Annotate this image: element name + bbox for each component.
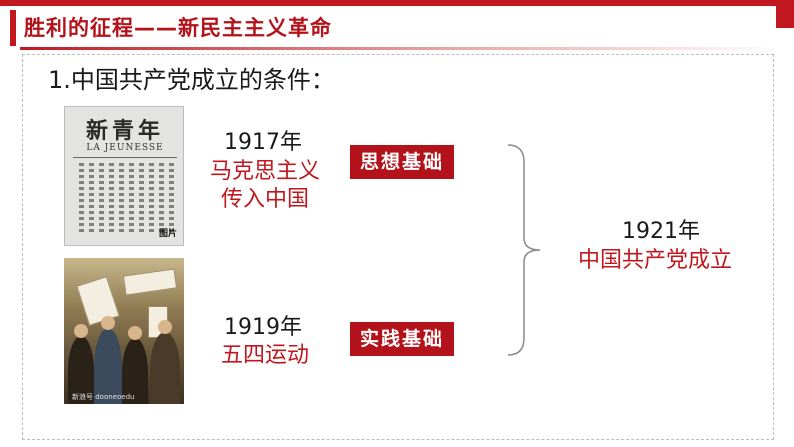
- event-marxism-line2: 传入中国: [220, 187, 309, 212]
- magazine-subtitle: LA JEUNESSE: [86, 143, 164, 153]
- tag-practical-foundation: 实践基础: [350, 322, 455, 356]
- text-column: [129, 163, 134, 233]
- text-column: [99, 163, 104, 233]
- text-column: [169, 163, 174, 233]
- crowd-head: [74, 324, 88, 338]
- may-fourth-movement-image: [64, 258, 184, 404]
- crowd-head: [158, 320, 172, 334]
- crowd-head: [128, 326, 142, 340]
- crowd-figure: [122, 338, 148, 404]
- year-1917: 1917年: [224, 130, 302, 155]
- image-watermark: 新浪号 dooneoedu: [72, 393, 135, 401]
- text-column: [119, 163, 124, 233]
- event-marxism-line1: 马克思主义: [209, 159, 320, 184]
- new-youth-magazine-image: 新青年 LA JEUNESSE 图片: [64, 106, 184, 246]
- grouping-bracket: [507, 144, 541, 356]
- top-accent-bar: [0, 0, 794, 6]
- magazine-title: 新青年: [85, 118, 164, 144]
- section-heading: 1.中国共产党成立的条件：: [48, 66, 335, 94]
- content-frame: [22, 54, 774, 440]
- text-column: [139, 163, 144, 233]
- tag-ideological-foundation: 思想基础: [350, 145, 455, 179]
- text-column: [109, 163, 114, 233]
- crowd-figure: [68, 336, 94, 404]
- crowd-head: [101, 316, 115, 330]
- event-party-founding: 中国共产党成立: [578, 248, 733, 273]
- text-column: [89, 163, 94, 233]
- year-1921: 1921年: [622, 219, 700, 244]
- crowd-figure: [94, 328, 122, 404]
- magazine-stamp: 图片: [158, 229, 177, 239]
- year-1919: 1919年: [224, 315, 302, 340]
- crowd-figure: [150, 332, 180, 404]
- title-underline: [20, 47, 780, 50]
- protest-banner: [122, 268, 178, 296]
- event-may-fourth: 五四运动: [220, 343, 309, 368]
- magazine-rule: [73, 157, 177, 158]
- text-column: [159, 163, 164, 233]
- title-marker: [10, 10, 16, 46]
- slide-title: 胜利的征程——新民主主义革命: [24, 16, 332, 40]
- text-column: [149, 163, 154, 233]
- text-column: [79, 163, 84, 233]
- corner-accent: [776, 0, 794, 28]
